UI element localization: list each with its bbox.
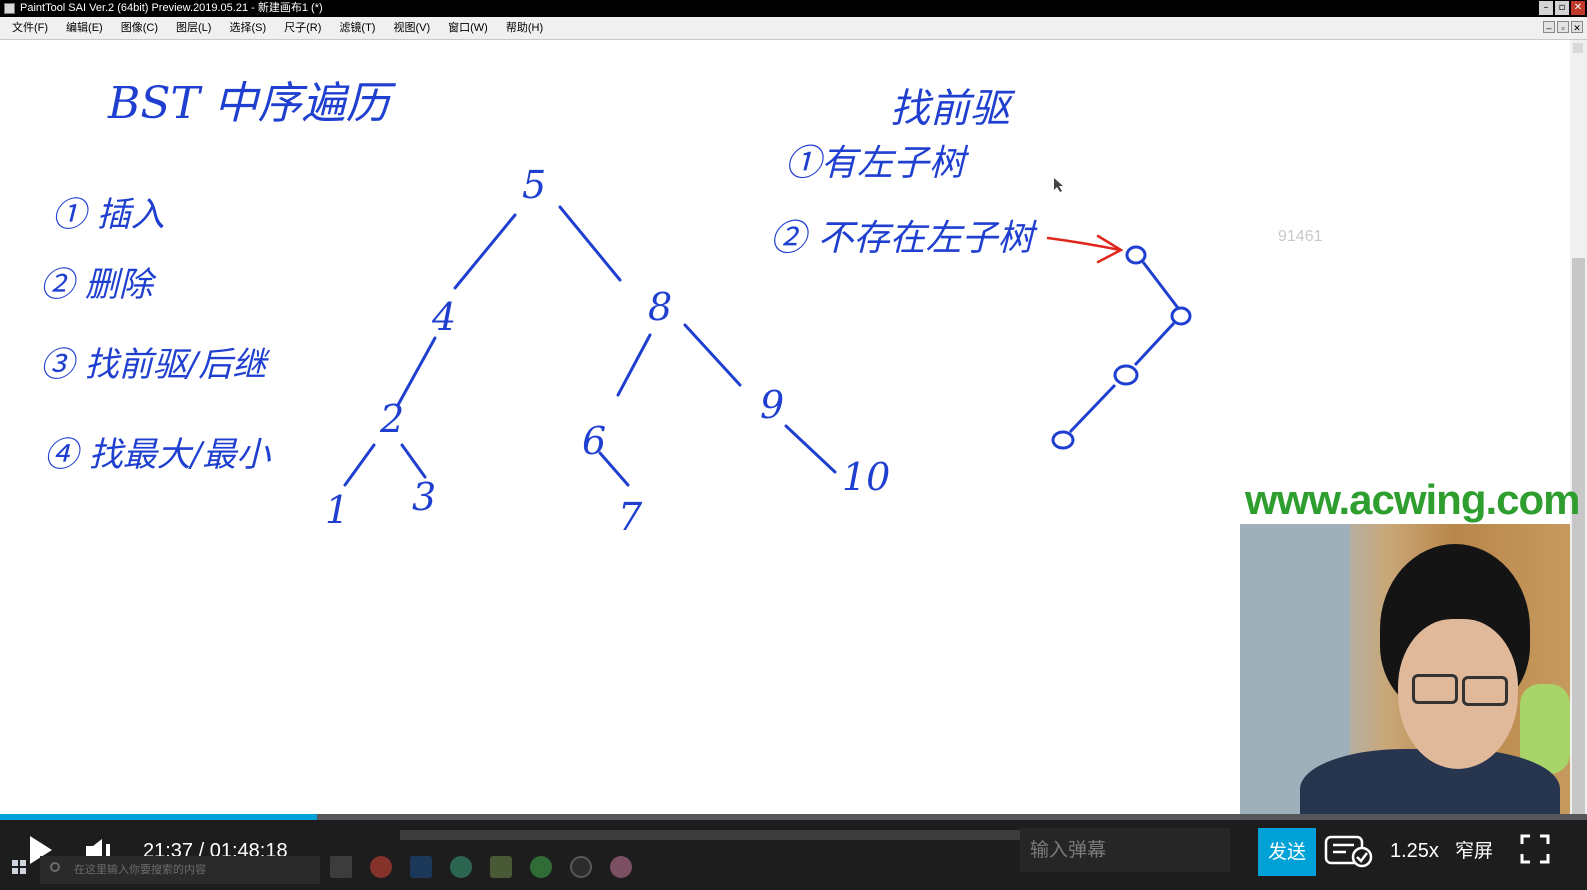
predecessor-diagram bbox=[1051, 245, 1192, 450]
tree-edge bbox=[784, 424, 837, 474]
paint-icon[interactable] bbox=[610, 856, 632, 878]
obs-icon[interactable] bbox=[570, 856, 592, 878]
tree-node-4: 4 bbox=[431, 295, 456, 339]
note-heading-right: 找前驱 bbox=[890, 86, 1016, 132]
diagram-node bbox=[1125, 245, 1147, 265]
viewer-id-watermark: 91461 bbox=[1278, 228, 1323, 245]
maximize-button[interactable]: ▫ bbox=[1555, 1, 1569, 15]
menu-layer[interactable]: 图层(L) bbox=[176, 22, 212, 34]
diagram-node bbox=[1113, 364, 1139, 386]
tree-edge bbox=[453, 213, 517, 290]
cursor-icon bbox=[1054, 178, 1063, 192]
window-title: PaintTool SAI Ver.2 (64bit) Preview.2019… bbox=[20, 2, 323, 14]
bst-edges bbox=[343, 205, 837, 487]
narrow-screen-button[interactable]: 窄屏 bbox=[1455, 840, 1494, 862]
task-view-icon[interactable] bbox=[330, 856, 352, 878]
send-button[interactable]: 发送 bbox=[1258, 828, 1316, 876]
arrow-shaft bbox=[1046, 236, 1122, 252]
tree-node-7: 7 bbox=[618, 495, 643, 539]
menu-edit[interactable]: 编辑(E) bbox=[66, 22, 103, 34]
diagram-node bbox=[1170, 306, 1192, 326]
files-icon[interactable] bbox=[490, 856, 512, 878]
scroll-up-icon[interactable] bbox=[1573, 43, 1583, 53]
wechat-icon[interactable] bbox=[530, 856, 552, 878]
app-icon[interactable] bbox=[450, 856, 472, 878]
diagram-edge bbox=[1133, 321, 1176, 367]
menu-ruler[interactable]: 尺子(R) bbox=[284, 22, 322, 34]
menu-image[interactable]: 图像(C) bbox=[120, 22, 158, 34]
minimize-button[interactable]: – bbox=[1539, 1, 1553, 15]
tree-node-1: 1 bbox=[325, 488, 349, 532]
playback-speed-button[interactable]: 1.25x bbox=[1390, 840, 1439, 862]
progress-fill bbox=[0, 814, 318, 820]
menu-help[interactable]: 帮助(H) bbox=[505, 22, 544, 34]
menu-view[interactable]: 视图(V) bbox=[393, 22, 431, 34]
document-controls: – ▫ ✕ bbox=[1543, 21, 1583, 33]
paint-app-icon bbox=[4, 3, 15, 14]
webcam-chair bbox=[1520, 684, 1570, 774]
tree-node-9: 9 bbox=[760, 383, 784, 427]
webcam-person-body bbox=[1300, 749, 1560, 826]
doc-close-button[interactable]: ✕ bbox=[1571, 21, 1583, 33]
diagram-node bbox=[1051, 430, 1075, 450]
windows-start-icon[interactable] bbox=[12, 860, 26, 874]
photoshop-icon[interactable] bbox=[410, 856, 432, 878]
menu-bar: 文件(F) 编辑(E) 图像(C) 图层(L) 选择(S) 尺子(R) 滤镜(T… bbox=[0, 17, 1587, 40]
window-controls: – ▫ ✕ bbox=[1539, 1, 1585, 15]
buffer-bar bbox=[400, 830, 1160, 840]
search-icon bbox=[50, 862, 60, 872]
handwriting-layer: BST 中序遍历 找前驱 ① 插入 ② 删除 ③ 找前驱/后继 ④ 找最大/最小… bbox=[40, 78, 1192, 539]
video-player-bar: 21:37 / 01:48:18 在这里输入你要搜索的内容 输入弹幕 发送 1.… bbox=[0, 814, 1587, 890]
webcam-overlay bbox=[1240, 524, 1570, 826]
tree-edge bbox=[558, 205, 622, 282]
tree-node-10: 10 bbox=[842, 455, 890, 499]
close-button[interactable]: ✕ bbox=[1571, 1, 1585, 15]
diagram-edge bbox=[1141, 261, 1180, 309]
note-list-4: ④ 找最大/最小 bbox=[44, 435, 271, 475]
tree-node-3: 3 bbox=[412, 475, 436, 519]
doc-restore-button[interactable]: ▫ bbox=[1557, 21, 1569, 33]
menu-select[interactable]: 选择(S) bbox=[229, 22, 267, 34]
site-watermark: www.acwing.com bbox=[1245, 476, 1581, 523]
arrow-head bbox=[1096, 234, 1124, 264]
tree-node-8: 8 bbox=[648, 285, 672, 329]
fullscreen-icon[interactable] bbox=[1520, 834, 1550, 864]
red-arrow bbox=[1046, 234, 1124, 264]
progress-track[interactable] bbox=[0, 814, 1587, 820]
tree-edge bbox=[598, 451, 630, 487]
note-list-3: ③ 找前驱/后继 bbox=[40, 345, 270, 385]
danmaku-settings-icon[interactable] bbox=[1324, 834, 1374, 868]
diagram-edge bbox=[1068, 383, 1117, 434]
glasses-right bbox=[1462, 676, 1508, 706]
note-list-2: ② 删除 bbox=[40, 265, 157, 305]
note-heading-left: BST 中序遍历 bbox=[107, 78, 397, 129]
canvas-scrollbar[interactable] bbox=[1570, 40, 1587, 828]
note-list-1: ① 插入 bbox=[52, 195, 165, 235]
note-right-2: ② 不存在左子树 bbox=[770, 218, 1038, 259]
scrollbar-thumb[interactable] bbox=[1572, 258, 1585, 828]
note-right-1: ①有左子树 bbox=[785, 143, 970, 184]
tree-node-6: 6 bbox=[582, 419, 606, 463]
tree-node-5: 5 bbox=[522, 163, 546, 207]
tree-edge bbox=[616, 333, 652, 397]
danmaku-input[interactable]: 输入弹幕 bbox=[1020, 828, 1230, 872]
tree-node-2: 2 bbox=[379, 397, 404, 441]
window-titlebar: PaintTool SAI Ver.2 (64bit) Preview.2019… bbox=[0, 0, 1587, 17]
glasses-left bbox=[1412, 674, 1458, 704]
windows-taskbar: 在这里输入你要搜索的内容 bbox=[0, 848, 1240, 890]
tree-edge bbox=[683, 323, 742, 387]
menu-filter[interactable]: 滤镜(T) bbox=[339, 22, 376, 34]
chrome-icon[interactable] bbox=[370, 856, 392, 878]
tree-edge bbox=[396, 336, 437, 407]
tree-edge bbox=[343, 443, 376, 487]
webcam-person-face bbox=[1398, 619, 1518, 769]
menu-file[interactable]: 文件(F) bbox=[12, 22, 49, 34]
menu-window[interactable]: 窗口(W) bbox=[448, 22, 488, 34]
taskbar-search-input[interactable]: 在这里输入你要搜索的内容 bbox=[40, 856, 320, 884]
tree-edge bbox=[400, 443, 427, 479]
doc-minimize-button[interactable]: – bbox=[1543, 21, 1555, 33]
drawing-canvas[interactable]: BST 中序遍历 找前驱 ① 插入 ② 删除 ③ 找前驱/后继 ④ 找最大/最小… bbox=[0, 40, 1570, 826]
